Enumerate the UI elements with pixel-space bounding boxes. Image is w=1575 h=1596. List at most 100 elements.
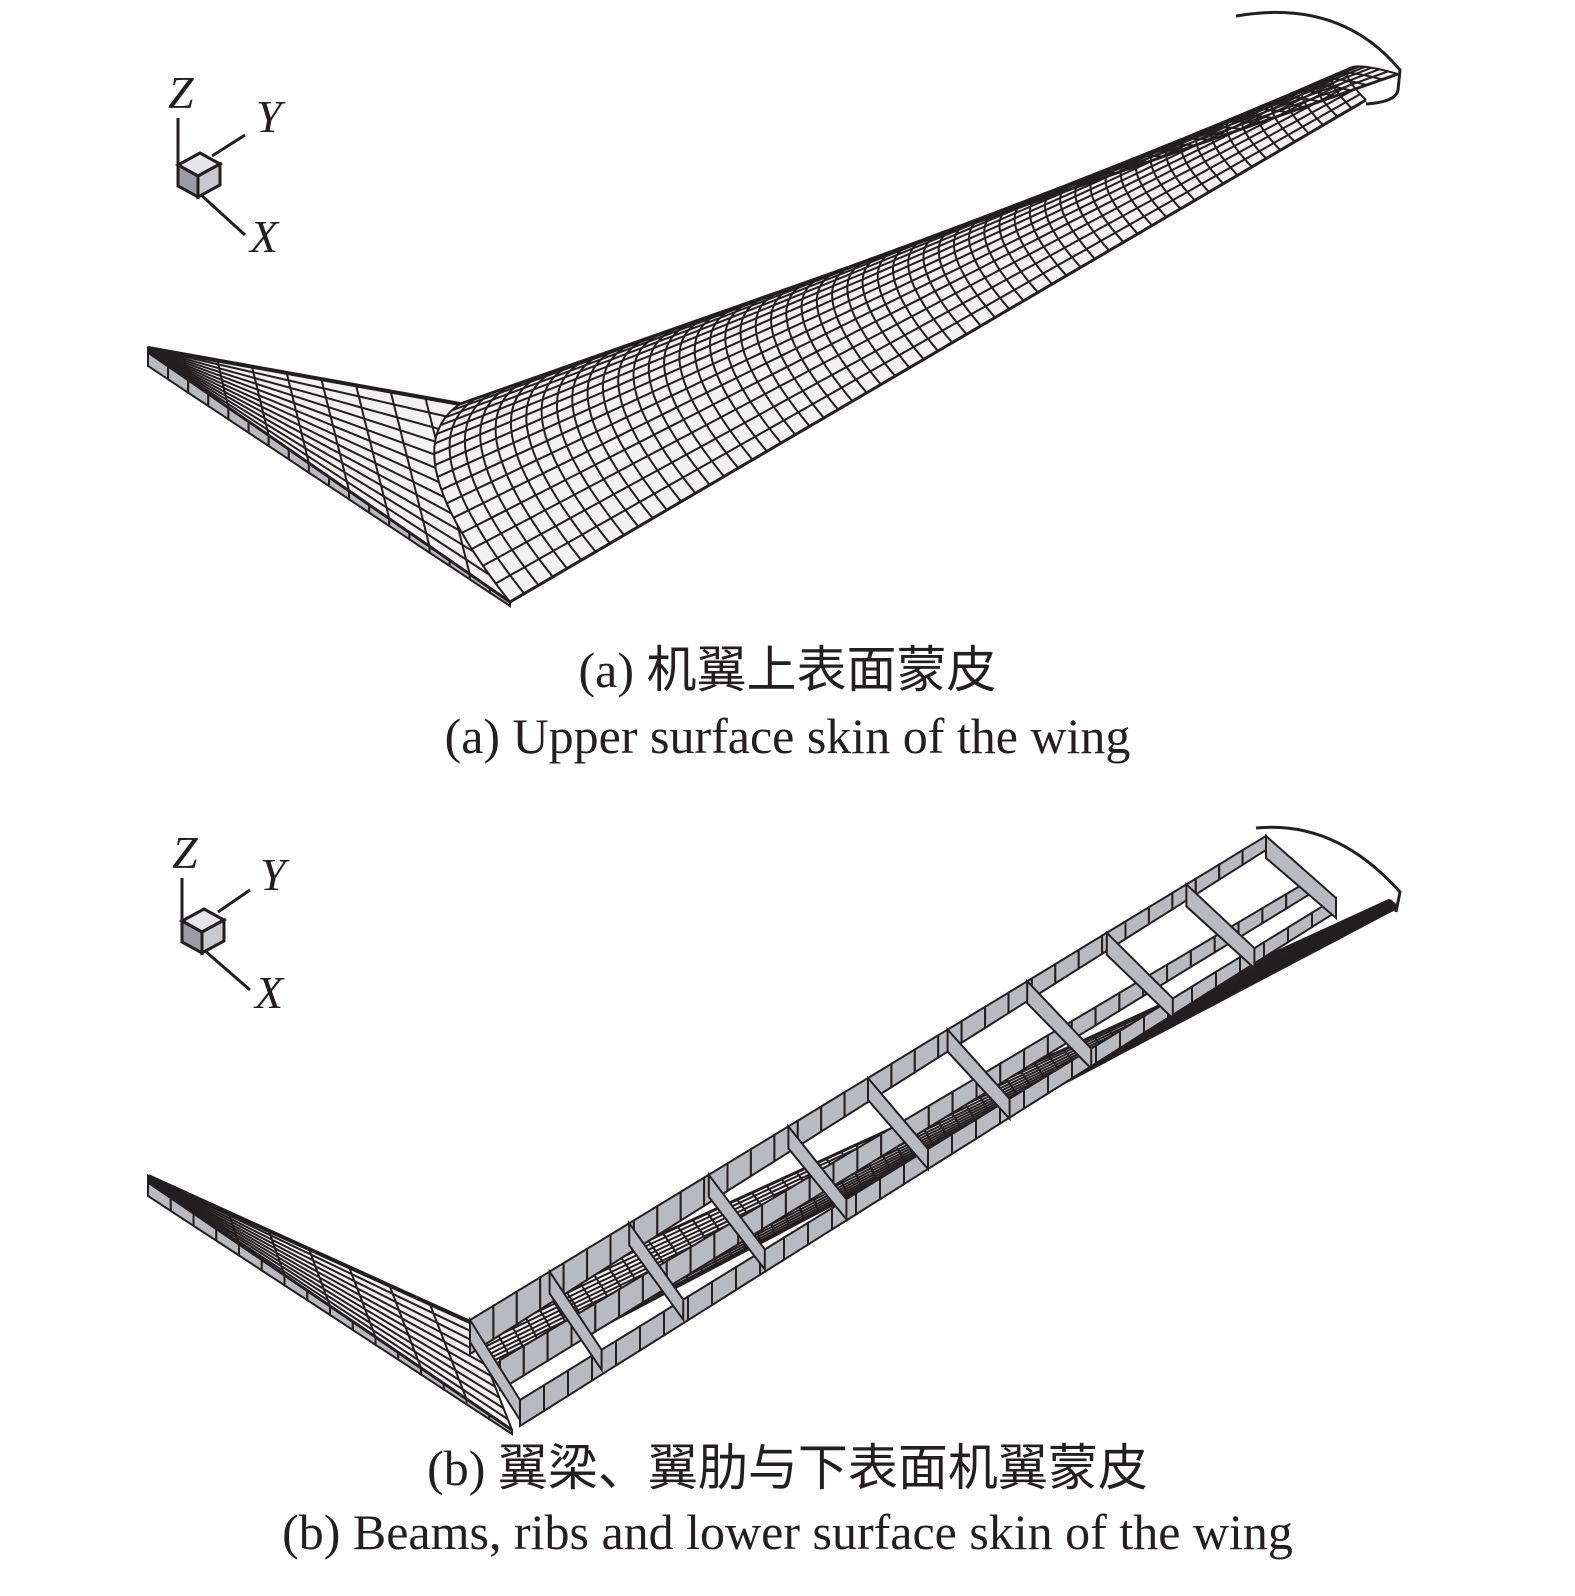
x-axis-line: [198, 192, 247, 237]
stringer-line: [147, 1180, 509, 1421]
strake-leading-edge: [147, 346, 461, 406]
stringer-line: [495, 93, 1361, 585]
caption-english: (a) Upper surface skin of the wing: [444, 708, 1131, 764]
stringer-line: [147, 1177, 488, 1367]
stringer-line: [147, 1179, 500, 1399]
stringer-line: [147, 347, 465, 422]
rib-web: [1026, 978, 1093, 1072]
web-segment: [1241, 834, 1267, 867]
web-segment: [890, 1047, 916, 1090]
web-segment: [960, 1005, 987, 1045]
axis-triad: Z Y X: [172, 827, 290, 1018]
axis-cube-icon: [174, 151, 224, 200]
rib-web: [867, 1075, 929, 1172]
web-segment: [687, 1280, 713, 1323]
wing-tip-outline: [1255, 825, 1402, 913]
web-segment: [1261, 892, 1288, 925]
web-segment: [519, 1383, 545, 1428]
stringer-line: [147, 1176, 479, 1345]
strake-lower-skin: [147, 1174, 513, 1432]
panel-beams-ribs-lower-skin: Z Y X (b) 翼梁、翼肋与下表面机翼蒙皮 (b) Beams, ribs …: [0, 790, 1575, 1596]
stringer-line: [147, 348, 482, 488]
rib-web: [469, 1316, 521, 1424]
rib-web: [1265, 833, 1337, 921]
y-axis-label: Y: [256, 91, 286, 142]
axis-cube-icon: [178, 907, 228, 956]
web-segment: [543, 1368, 569, 1413]
web-segment: [913, 1033, 940, 1075]
web-segment: [1166, 948, 1192, 984]
stringer-line: [485, 903, 1396, 1348]
stringer-line: [453, 75, 1348, 519]
web-segment: [615, 1324, 641, 1368]
stringer-line: [437, 67, 1350, 478]
y-axis-label: Y: [260, 849, 290, 900]
web-segment: [984, 990, 1010, 1030]
stringer-line: [471, 83, 1353, 550]
y-axis-line: [211, 133, 246, 158]
stringer-line: [147, 350, 503, 570]
caption-chinese: (a) 机翼上表面蒙皮: [578, 642, 997, 698]
caption-english: (b) Beams, ribs and lower surface skin o…: [282, 1504, 1293, 1560]
structure-mesh-figure: Z Y X: [147, 825, 1402, 1436]
stringer-line: [433, 65, 1356, 455]
wing-upper-skin: [433, 65, 1399, 604]
panel-upper-skin: Z Y X (a) 机翼上表面蒙皮 (a) Upper surface skin…: [0, 0, 1575, 770]
rib-web: [707, 1171, 766, 1273]
web-segment: [639, 1309, 665, 1353]
skin-fill: [434, 66, 1398, 602]
web-segment: [1094, 991, 1121, 1028]
structure-mesh: [147, 825, 1402, 1436]
web-segment: [1218, 848, 1244, 882]
stringer-line: [147, 1176, 484, 1356]
web-segment: [843, 1076, 869, 1119]
stringer-line: [147, 348, 478, 471]
axis-triad: Z Y X: [168, 67, 286, 262]
z-axis-label: Z: [172, 827, 198, 878]
stringer-line: [147, 1178, 492, 1377]
upper-skin-mesh-figure: Z Y X: [147, 10, 1402, 608]
stringer-line: [147, 350, 498, 554]
rib-web: [548, 1268, 603, 1374]
web-segment: [820, 1090, 846, 1134]
x-axis-label: X: [253, 967, 285, 1018]
stringer-line: [509, 98, 1367, 604]
web-segment: [749, 1133, 776, 1178]
stringer-line: [147, 1179, 505, 1410]
stringer-line: [482, 87, 1356, 567]
stringer-line: [147, 348, 473, 455]
web-segment: [1237, 906, 1264, 940]
stringer-line: [440, 69, 1348, 491]
wing-tip-outline: [1235, 10, 1402, 106]
strake-skin: [147, 346, 511, 604]
stringer-line: [147, 349, 490, 521]
z-axis-label: Z: [168, 67, 194, 118]
web-segment: [1189, 934, 1216, 969]
stringer-line: [147, 349, 494, 537]
strake-leading-edge: [147, 1174, 471, 1324]
stringer-line: [147, 347, 469, 438]
web-segment: [711, 1265, 737, 1307]
caption-chinese: (b) 翼梁、翼肋与下表面机翼蒙皮: [427, 1440, 1148, 1496]
web-segment: [726, 1147, 752, 1193]
rib-web: [787, 1123, 848, 1222]
rib-web: [1105, 930, 1174, 1021]
stringer-line: [461, 78, 1350, 534]
rib-web: [628, 1220, 685, 1323]
x-axis-label: X: [248, 211, 280, 262]
web-segment: [567, 1353, 593, 1398]
x-axis-line: [203, 948, 251, 992]
stringer-line: [446, 72, 1348, 505]
stringer-line: [147, 1178, 496, 1388]
web-segment: [679, 1175, 706, 1223]
web-segment: [1124, 905, 1150, 941]
y-axis-line: [217, 888, 251, 914]
stringer-line: [147, 350, 507, 587]
web-segment: [1194, 862, 1221, 897]
stringer-line: [147, 350, 511, 604]
stringer-line: [147, 1180, 513, 1432]
web-segment: [796, 1104, 823, 1149]
rib-web: [1185, 882, 1256, 971]
rib-web: [946, 1026, 1011, 1122]
stringer-line: [483, 903, 1396, 1344]
